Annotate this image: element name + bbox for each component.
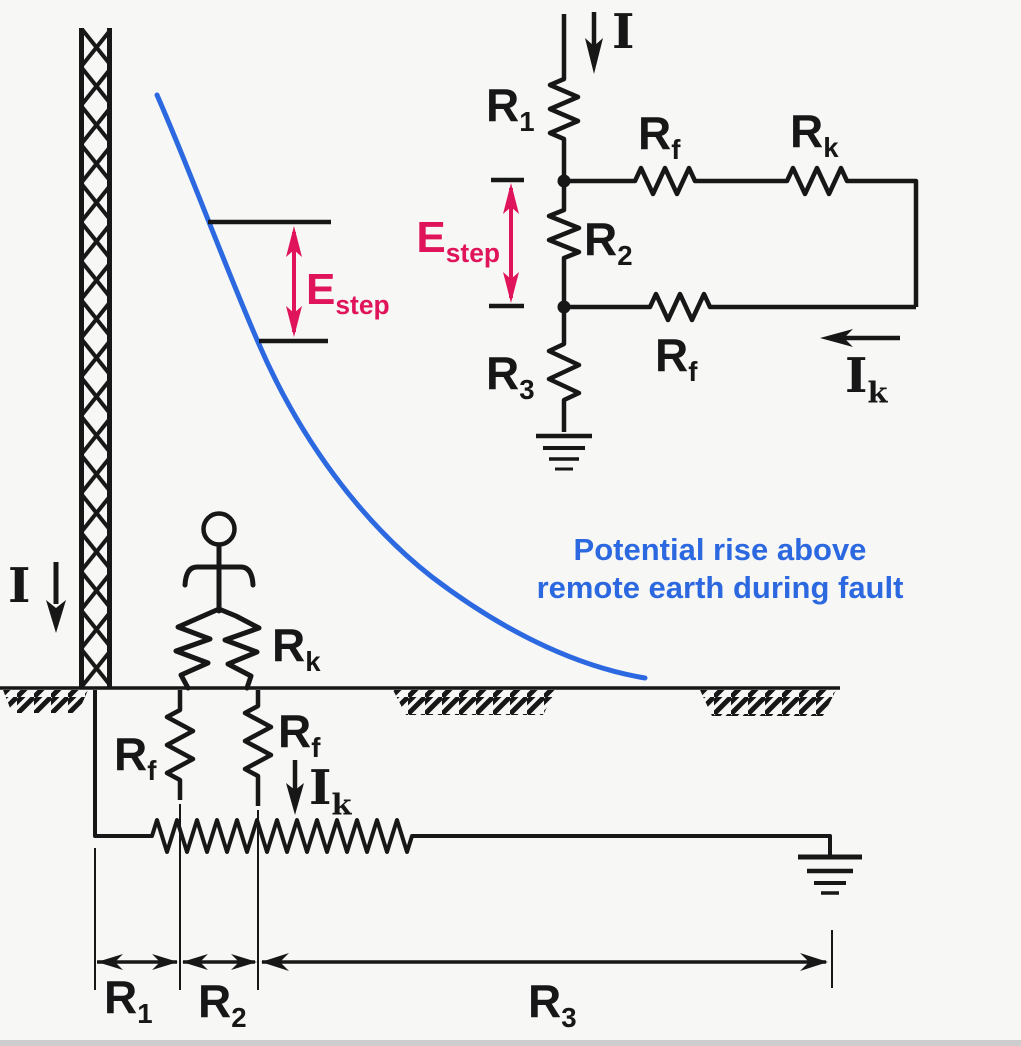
estep-arrow-left — [286, 226, 302, 337]
circuit-r3-resistor — [546, 307, 582, 432]
circuit-rf-top-label: Rf — [638, 110, 680, 164]
potential-rise-curve — [154, 92, 648, 681]
estep-circuit-base: E — [416, 213, 446, 262]
circuit-r2-label: R2 — [584, 216, 633, 270]
circuit-ik-label: Ik — [845, 352, 887, 407]
circuit-rf-bottom-label: Rf — [655, 332, 697, 386]
circuit-node-top — [557, 174, 571, 188]
circuit-ground — [536, 433, 592, 471]
dim-r2-sub: 2 — [231, 1002, 247, 1034]
dimension-r2-label: R2 — [198, 978, 247, 1032]
note-line-2: remote earth during fault — [536, 570, 904, 605]
person-figure — [173, 511, 262, 691]
circuit-rk-label: Rk — [790, 108, 839, 162]
fault-resistor-right — [242, 690, 274, 806]
circuit-node-bottom — [557, 300, 571, 314]
dim-r3-base: R — [528, 975, 562, 1027]
dim-r2-base: R — [198, 975, 232, 1027]
transmission-tower — [79, 28, 112, 688]
person-head — [201, 511, 237, 547]
rf-right-sub: f — [311, 732, 321, 764]
circuit-r1-label: R1 — [486, 82, 535, 136]
circuit-ik-base: I — [845, 348, 868, 404]
fault-resistance-right-label: Rf — [278, 708, 320, 762]
dim-r3-sub: 3 — [561, 1002, 577, 1034]
person-left-leg-resistor — [173, 606, 222, 691]
circuit-top-branch — [570, 165, 919, 307]
circuit-r1-resistor — [547, 14, 581, 176]
potential-rise-note: Potential rise above remote earth during… — [495, 531, 945, 607]
ik-under-sub: k — [331, 787, 352, 822]
circuit-rf-bottom-base: R — [655, 329, 689, 381]
dim-r1-base: R — [104, 971, 138, 1023]
person-rk-sub: k — [305, 646, 321, 678]
estep-arrow-circuit — [503, 183, 519, 303]
ik-under-base: I — [309, 760, 332, 816]
scan-edge-strip — [0, 1040, 1021, 1046]
rf-left-sub: f — [147, 755, 157, 787]
circuit-current-label: I — [612, 4, 635, 60]
dimension-lines — [94, 804, 833, 990]
dimension-r3-label: R3 — [528, 978, 577, 1032]
underground-network — [93, 690, 862, 895]
ground-hatching-right — [700, 690, 836, 716]
note-line-1: Potential rise above — [573, 532, 867, 567]
circuit-rf-bottom-sub: f — [688, 356, 698, 388]
estep-label-circuit: Estep — [398, 216, 500, 266]
circuit-rf-top-base: R — [638, 107, 672, 159]
circuit-r2-base: R — [584, 213, 618, 265]
circuit-bottom-branch — [570, 291, 916, 323]
circuit-ik-sub: k — [867, 375, 888, 410]
circuit-r3-base: R — [486, 347, 520, 399]
circuit-ik-arrow — [820, 329, 900, 347]
fault-resistance-left-label: Rf — [114, 731, 156, 785]
circuit-r2-resistor — [546, 181, 582, 302]
estep-annotation-left — [208, 219, 331, 344]
dimension-r1-label: R1 — [104, 974, 153, 1028]
circuit-rf-top-sub: f — [671, 134, 681, 166]
circuit-current-arrow — [585, 12, 603, 74]
estep-circuit-sub: step — [445, 237, 500, 268]
circuit-r2-sub: 2 — [617, 240, 633, 272]
person-rk-base: R — [272, 619, 306, 671]
tower-current-label: I — [8, 558, 31, 614]
ground-hatching-middle — [393, 690, 556, 715]
ground-hatching-left — [3, 690, 88, 713]
estep-left-sub: step — [335, 289, 390, 320]
fault-resistor-left — [164, 690, 196, 800]
estep-label-left: Estep — [306, 268, 390, 318]
dim-r1-sub: 1 — [137, 998, 153, 1030]
estep-left-base: E — [306, 265, 336, 314]
circuit-rk-sub: k — [823, 132, 839, 164]
earth-gradient-resistor — [93, 690, 832, 856]
rf-right-base: R — [278, 705, 312, 757]
rf-left-base: R — [114, 728, 148, 780]
equivalent-circuit — [489, 12, 919, 471]
circuit-r1-base: R — [486, 79, 520, 131]
person-right-leg-resistor — [216, 606, 262, 691]
circuit-r3-label: R3 — [486, 350, 535, 404]
estep-annotation-circuit — [489, 177, 524, 309]
circuit-r1-sub: 1 — [519, 106, 535, 138]
tower-current-arrow — [46, 562, 66, 633]
person-rk-label: Rk — [272, 622, 321, 676]
circuit-r3-sub: 3 — [519, 374, 535, 406]
body-current-arrow — [286, 760, 304, 815]
body-current-label: Ik — [309, 764, 351, 819]
circuit-rk-base: R — [790, 105, 824, 157]
person-arms — [182, 564, 256, 588]
remote-earth-ground — [798, 854, 862, 895]
tower-lattice — [81, 28, 111, 688]
ground-surface — [0, 686, 840, 716]
